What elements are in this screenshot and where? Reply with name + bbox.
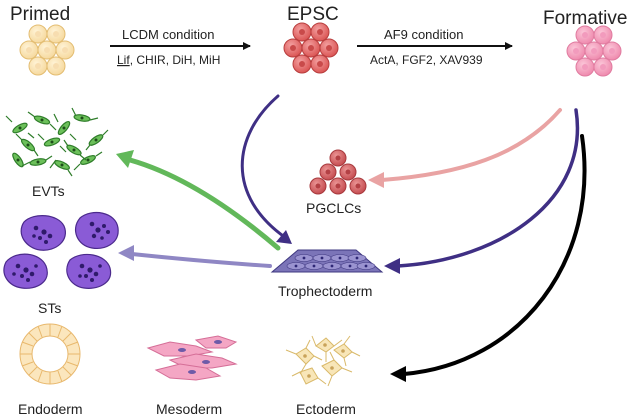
primed-label: Primed	[10, 4, 70, 25]
epsc-to-trophectoderm-arrow	[240, 94, 288, 240]
evts-label: EVTs	[32, 183, 65, 199]
formative-to-ectoderm-arrowhead	[390, 366, 406, 382]
trophectoderm-to-evts-arrow	[127, 157, 281, 251]
factor-chir: CHIR	[136, 53, 166, 67]
mesoderm-label: Mesoderm	[156, 401, 222, 417]
formative-to-pgclcs-arrow	[380, 108, 562, 182]
factor-xav939: XAV939	[439, 53, 482, 67]
af9-condition-label: AF9 condition	[384, 27, 464, 42]
formative-label: Formative	[543, 8, 627, 29]
formative-to-ectoderm-arrow	[402, 134, 587, 376]
pgclcs-cluster	[309, 149, 367, 195]
sts-cells	[3, 211, 119, 289]
evts-cells	[5, 107, 109, 177]
formative-cell-colony	[566, 25, 622, 77]
af9-factor-list: ActA, FGF2, XAV939	[370, 53, 483, 67]
factor-fgf2: FGF2	[402, 53, 433, 67]
factor-lif: Lif	[117, 53, 130, 67]
pgclcs-label: PGCLCs	[306, 200, 361, 216]
trophectoderm-to-evts-arrowhead	[116, 150, 134, 168]
trophectoderm-to-sts-arrow	[130, 252, 272, 268]
ectoderm-cells	[285, 335, 361, 387]
endoderm-ring	[19, 323, 81, 385]
factor-dih: DiH	[172, 53, 192, 67]
sts-label: STs	[38, 300, 61, 316]
trophectoderm-to-sts-arrowhead	[118, 245, 134, 261]
mesoderm-cells	[146, 335, 238, 381]
lcdm-condition-label: LCDM condition	[122, 27, 215, 42]
formative-to-pgclcs-arrowhead	[368, 172, 384, 188]
trophectoderm-sheet	[270, 249, 384, 273]
trophectoderm-label: Trophectoderm	[278, 283, 372, 299]
formative-to-trophectoderm-arrow	[396, 108, 580, 268]
factor-acta: ActA	[370, 53, 395, 67]
primed-cell-colony	[19, 24, 75, 76]
formative-to-trophectoderm-arrowhead	[384, 258, 400, 274]
epsc-cell-colony	[283, 22, 339, 74]
endoderm-label: Endoderm	[18, 401, 83, 417]
factor-mih: MiH	[199, 53, 220, 67]
ectoderm-label: Ectoderm	[296, 401, 356, 417]
epsc-to-trophectoderm-arrowhead	[276, 230, 292, 244]
lcdm-factor-list: Lif, CHIR, DiH, MiH	[117, 53, 220, 67]
epsc-label: EPSC	[287, 4, 339, 25]
